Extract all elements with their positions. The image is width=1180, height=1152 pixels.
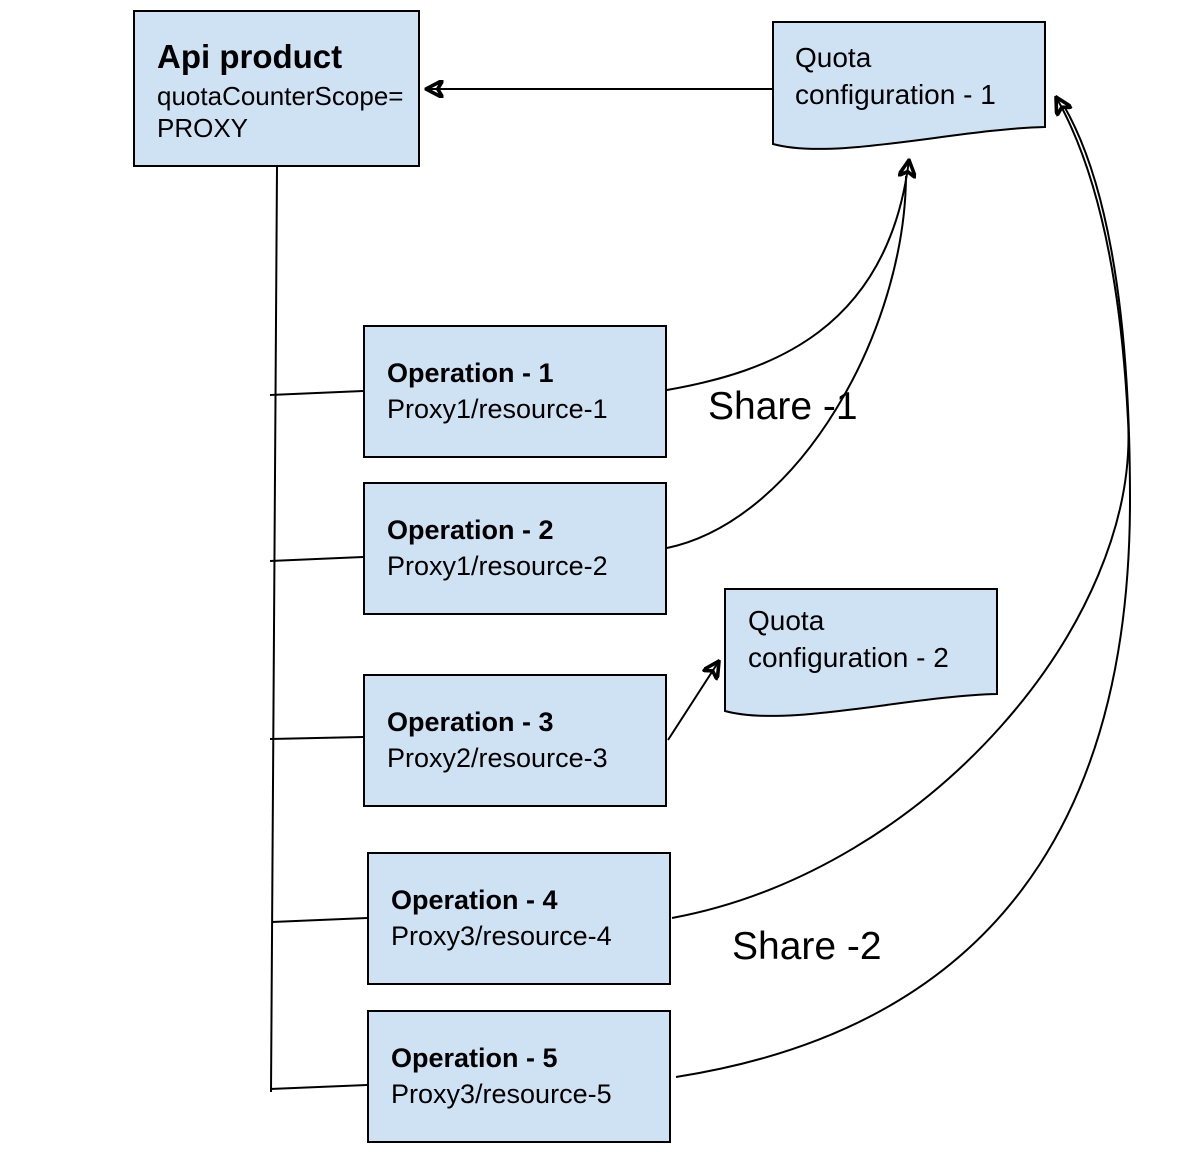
operation-2-path: Proxy1/resource-2 [387, 550, 608, 581]
operation-3-title: Operation - 3 [387, 707, 554, 738]
operation-1-title: Operation - 1 [387, 358, 554, 389]
share-1-label: Share -1 [708, 385, 858, 428]
branch-line-op1 [269, 390, 364, 396]
operation-4-box: Operation - 4 Proxy3/resource-4 [367, 852, 671, 985]
operation-5-title: Operation - 5 [391, 1043, 558, 1074]
arrow-op3-to-quota2 [667, 661, 719, 741]
operation-3-box: Operation - 3 Proxy2/resource-3 [363, 674, 667, 807]
api-product-attr-line2: PROXY [157, 113, 249, 144]
operation-1-box: Operation - 1 Proxy1/resource-1 [363, 325, 667, 458]
document-shape [772, 21, 1046, 150]
quota-config-1-line2: configuration - 1 [795, 78, 996, 110]
operation-3-path: Proxy2/resource-3 [387, 742, 608, 773]
quota-config-2-line2: configuration - 2 [748, 641, 949, 673]
operation-2-box: Operation - 2 Proxy1/resource-2 [363, 482, 667, 615]
trunk-line [270, 166, 278, 1093]
curve-op5-to-quota1 [675, 105, 1132, 1078]
arrow-op4-to-quota1 [671, 97, 1130, 919]
branch-line-op4 [271, 917, 368, 923]
operation-5-path: Proxy3/resource-5 [391, 1078, 612, 1109]
quota-config-2-box: Quota configuration - 2 [724, 588, 1000, 724]
operation-5-box: Operation - 5 Proxy3/resource-5 [367, 1010, 671, 1143]
quota-config-2-line1: Quota [748, 605, 825, 636]
operation-1-path: Proxy1/resource-1 [387, 393, 608, 424]
quota-config-1-line1: Quota [795, 42, 872, 73]
share-2-label: Share -2 [732, 925, 882, 968]
api-product-title: Api product [157, 38, 343, 75]
api-product-box: Api product quotaCounterScope= PROXY [133, 10, 420, 167]
document-shape [724, 588, 998, 717]
operation-2-title: Operation - 2 [387, 515, 554, 546]
arrow-op1-to-quota1 [666, 160, 909, 391]
branch-line-op5 [269, 1084, 368, 1090]
operation-4-path: Proxy3/resource-4 [391, 920, 612, 951]
api-product-attr-line1: quotaCounterScope= [157, 80, 404, 111]
branch-line-op2 [269, 556, 364, 562]
operation-4-title: Operation - 4 [391, 885, 558, 916]
curve-op2-to-quota1 [666, 175, 907, 549]
branch-line-op3 [269, 736, 364, 740]
quota-config-1-box: Quota configuration - 1 [772, 21, 1048, 157]
